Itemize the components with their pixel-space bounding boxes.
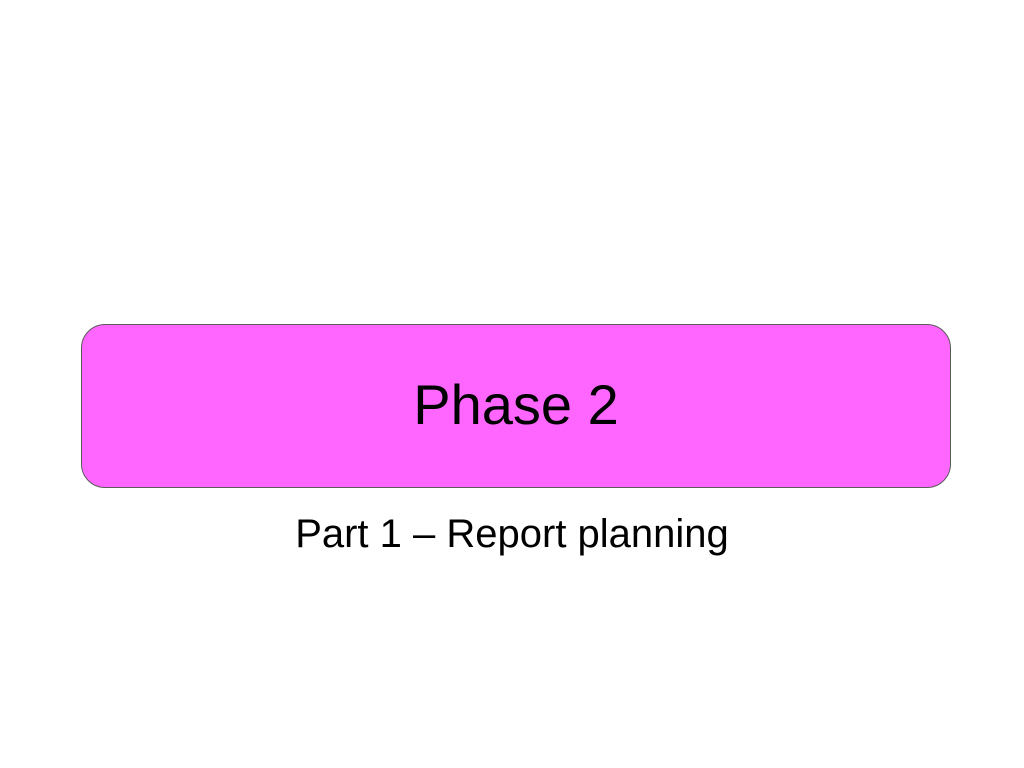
slide-subtitle: Part 1 – Report planning (295, 512, 729, 556)
title-box: Phase 2 (81, 324, 951, 488)
slide-title: Phase 2 (413, 373, 619, 436)
